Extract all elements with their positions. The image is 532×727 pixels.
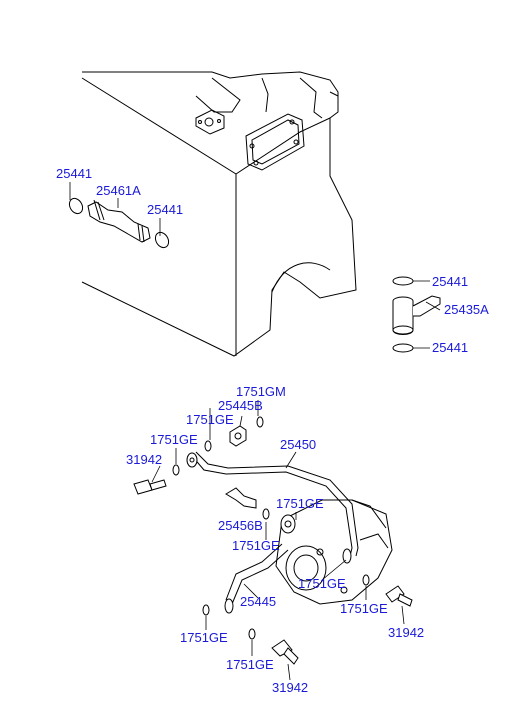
label-25441: 25441 xyxy=(432,274,468,289)
turbocharger-assembly xyxy=(133,416,413,665)
label-25461a: 25461A xyxy=(96,183,141,198)
label-25445b: 25445B xyxy=(218,398,263,413)
label-1751ge: 1751GE xyxy=(150,432,198,447)
label-25441: 25441 xyxy=(432,340,468,355)
engine-block xyxy=(81,71,357,357)
label-25445: 25445 xyxy=(240,594,276,609)
label-31942: 31942 xyxy=(126,452,162,467)
oil-pipe-25461a xyxy=(68,197,170,249)
washer-1751gm xyxy=(256,416,264,428)
label-25441: 25441 xyxy=(147,202,183,217)
elbow-fitting-25435a xyxy=(392,276,441,353)
label-31942: 31942 xyxy=(388,625,424,640)
label-1751ge: 1751GE xyxy=(180,630,228,645)
label-1751gm: 1751GM xyxy=(236,384,286,399)
label-25441: 25441 xyxy=(56,166,92,181)
o-ring-25441-bottom xyxy=(392,343,414,353)
label-25456b: 25456B xyxy=(218,518,263,533)
o-ring-25441-right xyxy=(154,231,170,249)
label-25450: 25450 xyxy=(280,437,316,452)
leader-lines xyxy=(69,182,441,681)
label-1751ge: 1751GE xyxy=(298,576,346,591)
label-25435a: 25435A xyxy=(444,302,489,317)
label-31942: 31942 xyxy=(272,680,308,695)
label-1751ge: 1751GE xyxy=(226,657,274,672)
part-labels: 25441 25461A 25441 25441 25435A 25441 17… xyxy=(56,166,489,695)
label-1751ge: 1751GE xyxy=(232,538,280,553)
label-1751ge: 1751GE xyxy=(340,601,388,616)
label-1751ge: 1751GE xyxy=(186,412,234,427)
o-ring-25441-left xyxy=(68,197,84,215)
o-ring-25441-top xyxy=(392,276,414,286)
label-1751ge: 1751GE xyxy=(276,496,324,511)
